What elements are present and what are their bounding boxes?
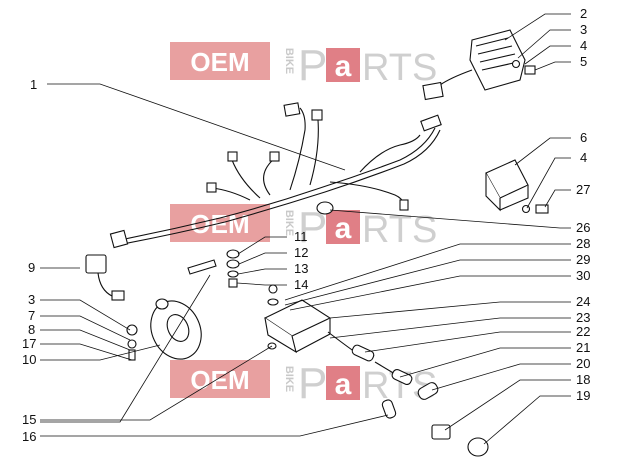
callout-18: 18 <box>576 372 590 387</box>
callout-20: 20 <box>576 356 590 371</box>
callout-13: 13 <box>294 261 308 276</box>
callout-28: 28 <box>576 236 590 251</box>
svg-text:BIKE: BIKE <box>283 48 295 74</box>
callout-5: 5 <box>580 54 587 69</box>
svg-text:OEM: OEM <box>190 209 249 239</box>
callout-16: 16 <box>22 429 36 444</box>
callout-6: 6 <box>580 130 587 145</box>
callout-3: 3 <box>580 22 587 37</box>
svg-text:OEM: OEM <box>190 47 249 77</box>
callout-10: 10 <box>22 352 36 367</box>
voltage-regulator <box>422 29 536 101</box>
callout-29: 29 <box>576 252 590 267</box>
callout-17: 17 <box>22 336 36 351</box>
callout-2: 2 <box>580 6 587 21</box>
callout-numbers: 1 2 3 4 5 6 4 27 26 28 29 30 11 12 13 14… <box>22 6 590 444</box>
callout-30: 30 <box>576 268 590 283</box>
leader-lines <box>40 13 571 445</box>
callout-15: 15 <box>22 412 36 427</box>
ht-lead-caps <box>351 344 489 457</box>
svg-text:OEM: OEM <box>190 365 249 395</box>
svg-text:RTS: RTS <box>362 47 437 89</box>
callout-26: 26 <box>576 220 590 235</box>
control-unit-6 <box>485 159 549 214</box>
relay-9 <box>85 254 125 301</box>
callout-23: 23 <box>576 310 590 325</box>
svg-text:P: P <box>298 41 327 90</box>
svg-text:BIKE: BIKE <box>283 210 295 236</box>
callout-14: 14 <box>294 277 308 292</box>
callout-12: 12 <box>294 245 308 260</box>
callout-4-lower: 4 <box>580 150 587 165</box>
ht-coil-10 <box>126 298 202 361</box>
control-unit-24 <box>263 284 356 354</box>
callout-11: 11 <box>294 229 308 244</box>
callout-8: 8 <box>28 322 35 337</box>
svg-text:a: a <box>335 212 352 245</box>
watermark-top: OEM BIKE P a RTS <box>170 41 437 90</box>
callout-19: 19 <box>576 388 590 403</box>
clamp-15 <box>187 259 217 275</box>
callout-24: 24 <box>576 294 590 309</box>
svg-text:BIKE: BIKE <box>283 366 295 392</box>
spacer-stack <box>226 249 240 288</box>
svg-text:a: a <box>335 368 352 401</box>
wiring-harness <box>109 102 442 249</box>
svg-text:RTS: RTS <box>362 209 437 251</box>
callout-7: 7 <box>28 308 35 323</box>
callout-21: 21 <box>576 340 590 355</box>
callout-27: 27 <box>576 182 590 197</box>
watermark-middle: OEM BIKE P a RTS <box>170 203 437 252</box>
callout-3-lower: 3 <box>28 292 35 307</box>
callout-1: 1 <box>30 77 37 92</box>
callout-4: 4 <box>580 38 587 53</box>
callout-9: 9 <box>28 260 35 275</box>
callout-22: 22 <box>576 324 590 339</box>
svg-text:a: a <box>335 50 352 83</box>
svg-text:P: P <box>298 359 327 408</box>
